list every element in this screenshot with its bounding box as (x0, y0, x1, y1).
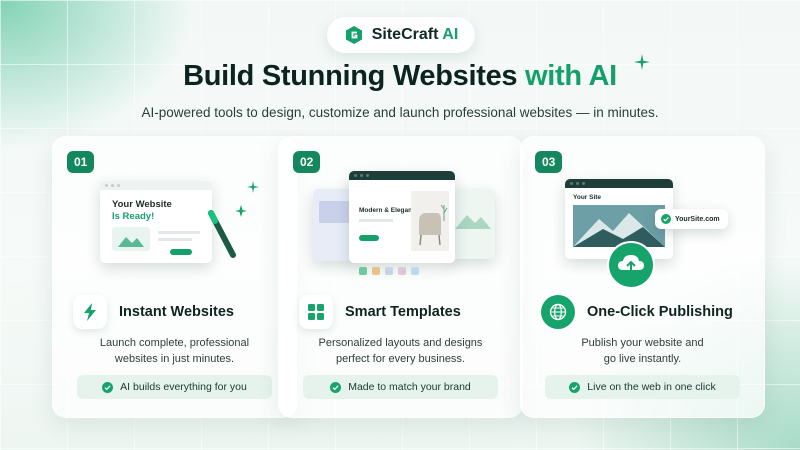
publishing-illustration: Your Site YourSite.com (531, 167, 756, 297)
mockup-heading-line1: Your Website (112, 199, 172, 210)
feature-title: One-Click Publishing (587, 304, 733, 320)
template-main-window: Modern & Elegant (349, 171, 455, 263)
check-icon (102, 381, 114, 393)
website-mockup: Your Website Is Ready! (100, 181, 212, 263)
feature-card-smart-templates: 02 Modern & Elegant (278, 136, 523, 418)
feature-header: Instant Websites (73, 295, 234, 329)
sparkle-small-icon (247, 181, 259, 193)
feature-title: Instant Websites (119, 304, 234, 320)
page-subtitle: AI-powered tools to design, customize an… (141, 105, 659, 120)
feature-description: Personalized layouts and designs perfect… (318, 337, 483, 365)
website-ready-illustration: Your Website Is Ready! (63, 167, 288, 297)
cloud-upload-icon (607, 241, 655, 289)
feature-tag: AI builds everything for you (77, 375, 272, 399)
sitecraft-logo-icon (345, 26, 362, 44)
image-placeholder-icon (112, 227, 150, 251)
feature-description: Launch complete, professional websites i… (99, 337, 250, 365)
check-icon (330, 381, 342, 393)
template-label: Modern & Elegant (359, 207, 415, 214)
feature-card-one-click-publishing: 03 Your Site YourSite.com (520, 136, 765, 418)
feature-header: One-Click Publishing (541, 295, 733, 329)
domain-text: YourSite.com (675, 215, 720, 223)
page-title: Build Stunning Websites with AI (183, 60, 617, 92)
feature-tag: Made to match your brand (303, 375, 498, 399)
brand-name: SiteCraft AI (371, 26, 459, 43)
template-preview-right (449, 189, 495, 259)
feature-description: Publish your website and go live instant… (581, 337, 704, 365)
feature-tag: Live on the web in one click (545, 375, 740, 399)
site-label: Your Site (573, 194, 602, 201)
check-icon (569, 381, 581, 393)
card-number: 02 (293, 151, 321, 173)
feature-header: Smart Templates (299, 295, 461, 329)
feature-card-instant-websites: 01 Your Website Is Ready! Instant Websit… (52, 136, 297, 418)
chair-image-icon (411, 191, 449, 251)
globe-icon (541, 295, 575, 329)
mountain-image-icon (573, 205, 665, 247)
mockup-heading-line2: Is Ready! (112, 211, 155, 222)
brand-badge: SiteCraft AI (327, 17, 475, 53)
feature-title: Smart Templates (345, 304, 461, 320)
card-number: 01 (67, 151, 95, 173)
color-swatches (359, 267, 419, 275)
card-number: 03 (535, 151, 563, 173)
magic-wand-icon (208, 205, 247, 258)
lightning-icon (73, 295, 107, 329)
check-badge-icon (661, 214, 671, 224)
grid-icon (299, 295, 333, 329)
domain-chip: YourSite.com (655, 209, 728, 229)
sparkle-icon (634, 54, 650, 70)
templates-illustration: Modern & Elegant (289, 167, 514, 297)
